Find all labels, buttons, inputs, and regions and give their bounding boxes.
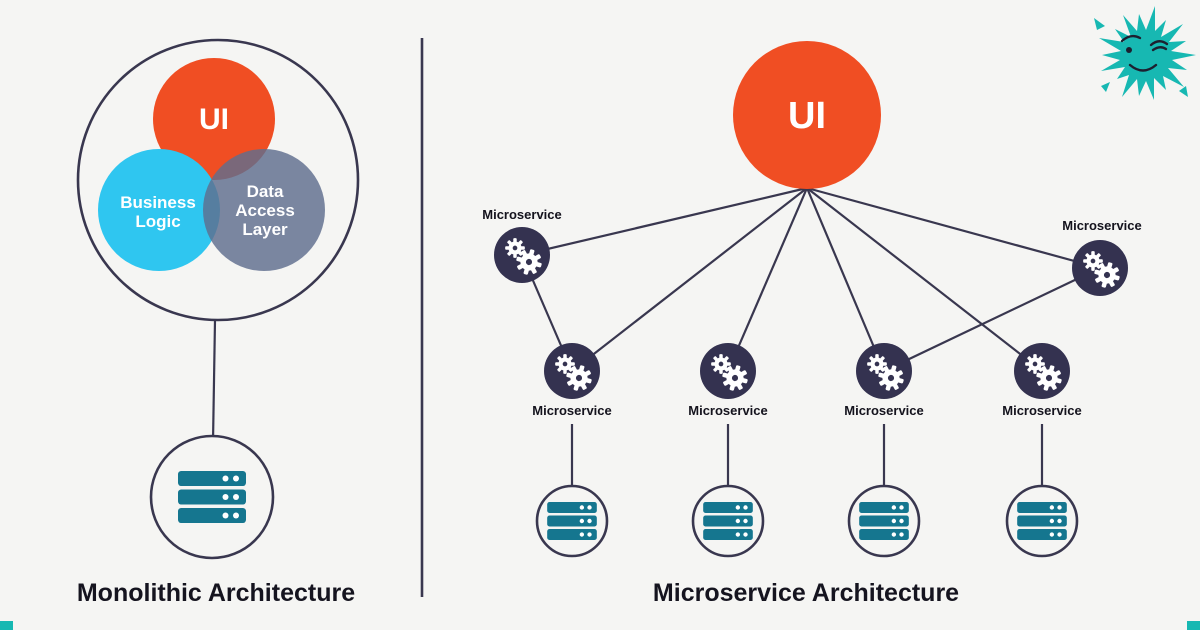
service-node-circle	[1072, 240, 1128, 296]
service-node-circle	[1014, 343, 1070, 399]
edge-ui-service-d	[805, 187, 886, 372]
microservice-node: Microservice	[532, 343, 612, 418]
microservice-node: Microservice	[844, 343, 924, 418]
winking-starburst-icon	[1094, 6, 1196, 100]
monolith-boundary-circle	[76, 38, 360, 322]
business-logic-circle	[98, 149, 220, 271]
gears-icon	[505, 238, 525, 258]
mascot-smile	[1128, 63, 1158, 72]
monolith-title: Monolithic Architecture	[77, 579, 355, 607]
ui-hub-label: UI	[788, 95, 826, 137]
ui-layer-label: UI	[199, 103, 229, 136]
server-stack-icon	[703, 502, 753, 540]
corner-accent-left	[0, 621, 13, 630]
ui-layer-circle	[153, 58, 275, 180]
service-database	[1005, 484, 1079, 558]
gears-icon	[867, 354, 887, 374]
server-stack-icon	[859, 502, 909, 540]
microservice-label: Microservice	[688, 403, 768, 418]
service-node-circle	[494, 227, 550, 283]
microservice-section: UI Microservice Microservice Microservic…	[482, 41, 1142, 607]
server-stack-icon	[178, 471, 246, 523]
service-database	[535, 484, 609, 558]
microservice-node: Microservice	[482, 207, 562, 283]
mascot-wink-upper	[1149, 40, 1169, 47]
server-stack-icon	[1017, 502, 1067, 540]
microservice-label: Microservice	[482, 207, 562, 222]
microservice-node: Microservice	[688, 343, 768, 418]
mascot-spike	[1101, 82, 1110, 92]
service-node-circle	[856, 343, 912, 399]
gears-icon	[1025, 354, 1045, 374]
mascot-spike	[1179, 86, 1188, 97]
server-stack-icon	[547, 502, 597, 540]
edge-ui-service-e	[806, 187, 1043, 372]
microservice-label: Microservice	[532, 403, 612, 418]
mascot-wink-lower	[1151, 46, 1168, 52]
mascot-eye	[1126, 47, 1132, 53]
microservice-node: Microservice	[1002, 343, 1082, 418]
mascot-eyebrow	[1120, 34, 1142, 43]
edge-ui-service-f	[806, 186, 1101, 270]
edge-ui-service-a	[521, 186, 808, 257]
microservice-node: Microservice	[1062, 218, 1142, 296]
service-node-circle	[700, 343, 756, 399]
ui-hub-circle	[733, 41, 881, 189]
service-database	[691, 484, 765, 558]
service-database	[847, 484, 921, 558]
microservice-label: Microservice	[844, 403, 924, 418]
data-access-circle	[203, 149, 325, 271]
service-node-circle	[544, 343, 600, 399]
microservice-label: Microservice	[1002, 403, 1082, 418]
gears-icon	[711, 354, 731, 374]
edge-ui-service-c	[726, 187, 809, 372]
microservice-title: Microservice Architecture	[653, 579, 959, 607]
monolith-database-connector	[211, 319, 217, 443]
edge-service-d-f	[883, 267, 1101, 372]
mascot-body	[1099, 6, 1196, 100]
gears-icon	[1083, 251, 1103, 271]
edge-ui-service-b	[571, 187, 808, 372]
microservice-label: Microservice	[1062, 218, 1142, 233]
corner-accent-right	[1187, 621, 1200, 630]
gears-icon	[555, 354, 575, 374]
mascot-spike	[1094, 18, 1105, 30]
